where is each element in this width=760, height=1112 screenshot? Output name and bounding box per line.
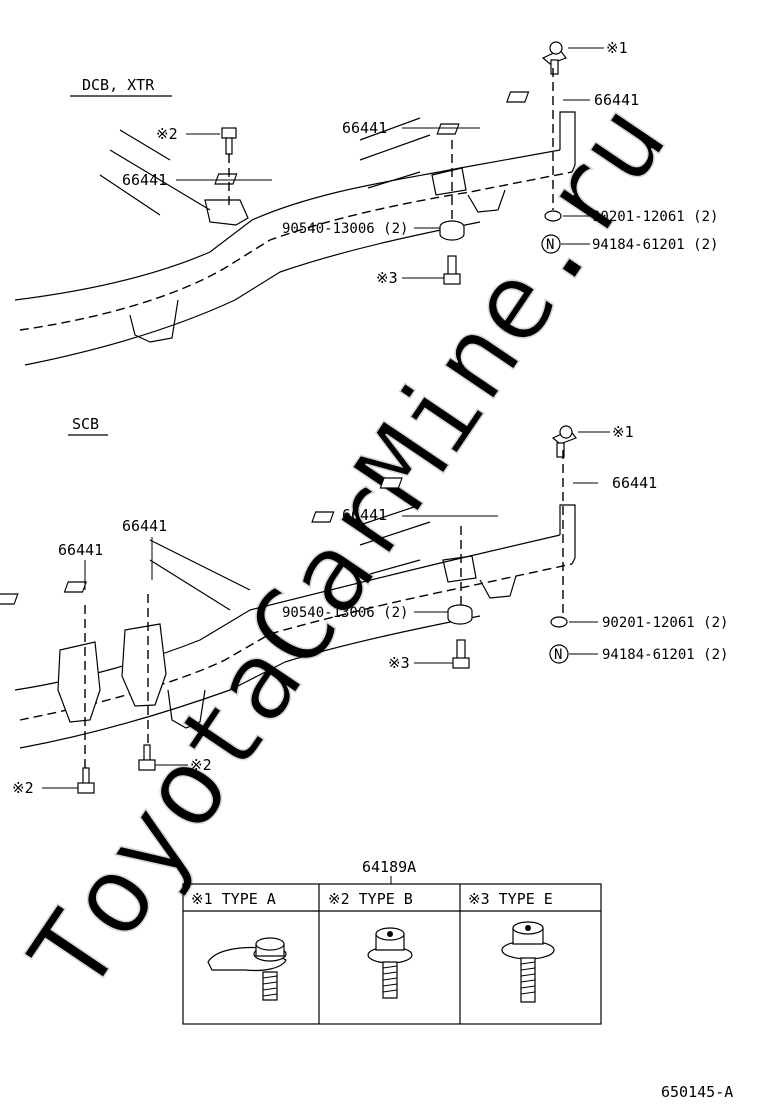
label-90540-top: 90540-13006 (2) bbox=[282, 221, 408, 237]
table-header-type-b: ※2 TYPE B bbox=[328, 890, 413, 908]
bracket-left bbox=[57, 641, 101, 723]
frame-dcb bbox=[14, 111, 576, 366]
label-ref1-scb: ※1 bbox=[612, 423, 634, 441]
label-66441-scb-bracket-left: 66441 bbox=[58, 541, 103, 559]
leaders-top bbox=[176, 47, 604, 279]
bolt-type-b-scb-right bbox=[138, 744, 156, 771]
bolt-type-e-top bbox=[443, 255, 461, 285]
bracket-right bbox=[121, 623, 167, 707]
label-66441-top-left: 66441 bbox=[122, 171, 167, 189]
table-header-type-a: ※1 TYPE A bbox=[191, 890, 276, 908]
nut-66441-top-left bbox=[214, 173, 238, 185]
label-ref2-top: ※2 bbox=[156, 125, 178, 143]
label-94184-scb: 94184-61201 (2) bbox=[602, 647, 728, 663]
label-90201-top: 90201-12061 (2) bbox=[592, 209, 718, 225]
label-ref1-top: ※1 bbox=[606, 39, 628, 57]
nut-66441-top-mid bbox=[436, 123, 460, 135]
label-ref2-scb-left: ※2 bbox=[12, 779, 34, 797]
nut-66441-scb-left2 bbox=[63, 581, 87, 593]
bolt-type-a-top bbox=[541, 41, 567, 75]
type-table: 64189A ※1 TYPE A ※2 TYPE B ※3 TYPE E bbox=[182, 858, 602, 1025]
label-94184-top: 94184-61201 (2) bbox=[592, 237, 718, 253]
washer-90201-scb bbox=[550, 616, 568, 628]
table-code: 64189A bbox=[362, 858, 416, 876]
diagram-id: 650145-A bbox=[661, 1083, 733, 1101]
bolt-type-a-scb bbox=[551, 425, 577, 458]
label-66441-scb-bracket-right: 66441 bbox=[122, 517, 167, 535]
n-marker-scb bbox=[549, 644, 569, 664]
washer-90201-top bbox=[544, 210, 562, 222]
table-border bbox=[182, 883, 602, 1025]
cushion-90540-top bbox=[439, 220, 465, 241]
scb-section: SCB bbox=[0, 415, 728, 797]
bolt-type-e-scb bbox=[452, 639, 470, 669]
label-90540-scb: 90540-13006 (2) bbox=[282, 605, 408, 621]
table-header-type-e: ※3 TYPE E bbox=[468, 890, 553, 908]
section-title-dcb-xtr: DCB, XTR bbox=[82, 76, 155, 94]
nut-66441-scb-mid bbox=[311, 511, 335, 523]
bolt-type-e-illustration bbox=[501, 921, 555, 1003]
cushion-90540-scb bbox=[447, 604, 473, 625]
bolt-type-b-scb-left bbox=[77, 767, 95, 794]
label-ref3-top: ※3 bbox=[376, 269, 398, 287]
label-66441-top-mid: 66441 bbox=[342, 119, 387, 137]
label-66441-top-right: 66441 bbox=[594, 91, 639, 109]
label-ref2-scb-right: ※2 bbox=[190, 756, 212, 774]
leaders-scb bbox=[42, 431, 610, 789]
bolt-type-a-illustration bbox=[207, 937, 287, 1001]
n-marker-label: N bbox=[546, 237, 554, 253]
label-66441-scb-mid: 66441 bbox=[342, 506, 387, 524]
section-title-scb: SCB bbox=[72, 415, 99, 433]
nut-66441-top-right bbox=[506, 91, 530, 103]
nut-66441-scb-right bbox=[379, 477, 403, 489]
dcb-xtr-section: DCB, XTR bbox=[14, 39, 718, 366]
nut-66441-scb-left bbox=[0, 593, 19, 605]
label-90201-scb: 90201-12061 (2) bbox=[602, 615, 728, 631]
label-ref3-scb: ※3 bbox=[388, 654, 410, 672]
bolt-type-b-top bbox=[221, 127, 237, 155]
label-66441-scb-right: 66441 bbox=[612, 474, 657, 492]
n-marker-label-scb: N bbox=[554, 647, 562, 663]
bolt-type-b-illustration bbox=[367, 927, 413, 999]
n-marker-top bbox=[541, 234, 561, 254]
